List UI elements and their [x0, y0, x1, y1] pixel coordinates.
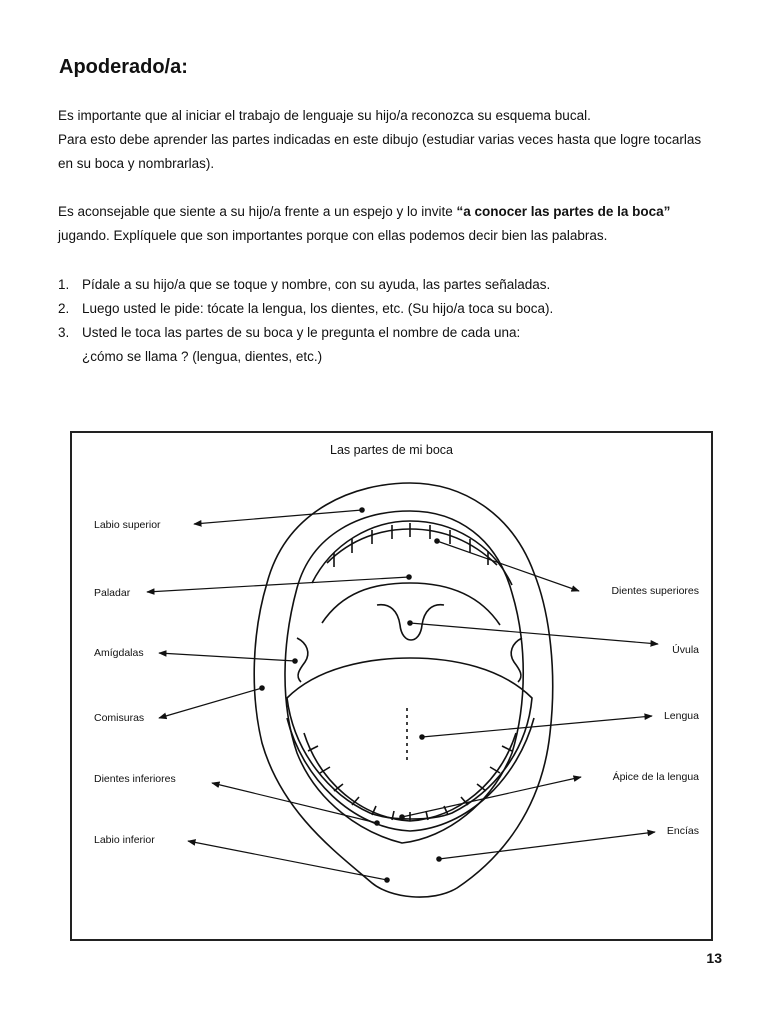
steps-list: 1. Pídale a su hijo/a que se toque y nom… [58, 273, 718, 369]
lips-outline [253, 482, 554, 898]
step-number: 1. [58, 277, 70, 292]
label-paladar: Paladar [94, 587, 131, 599]
intro-line-1: Es importante que al iniciar el trabajo … [58, 108, 591, 123]
lower-teeth-arch [286, 717, 535, 832]
step-item: 2. Luego usted le pide: tócate la lengua… [58, 297, 718, 321]
label-dientes-inferiores: Dientes inferiores [94, 773, 176, 785]
intro-line-2: Para esto debe aprender las partes indic… [58, 132, 702, 147]
intro-line-3: en su boca y nombrarlas). [58, 156, 215, 171]
tonsil-left [296, 637, 309, 683]
label-lengua: Lengua [663, 710, 699, 722]
step-text: Pídale a su hijo/a que se toque y nombre… [82, 277, 551, 292]
label-amigdalas: Amígdalas [94, 647, 144, 659]
step-item: 3. Usted le toca las partes de su boca y… [58, 321, 718, 369]
mouth-illustration [146, 482, 659, 898]
tongue-outline [286, 657, 533, 820]
page-number: 13 [706, 950, 722, 966]
label-labio-inferior: Labio inferior [94, 834, 155, 846]
advice-line-2: jugando. Explíquele que son importantes … [58, 228, 608, 243]
label-apice-de-la-lengua: Ápice de la lengua [612, 771, 699, 783]
mouth-opening [284, 510, 524, 844]
palate-outline [321, 582, 501, 626]
mouth-diagram: Las partes de mi boca Labio superior Pal… [70, 431, 713, 941]
label-labio-superior: Labio superior [94, 519, 161, 531]
figure-title: Las partes de mi boca [330, 443, 453, 457]
label-dientes-superiores: Dientes superiores [611, 585, 699, 597]
step-number: 2. [58, 301, 70, 316]
intro-paragraph: Es importante que al iniciar el trabajo … [58, 104, 718, 176]
tonsil-right [510, 637, 523, 683]
label-comisuras: Comisuras [94, 712, 145, 724]
step-item: 1. Pídale a su hijo/a que se toque y nom… [58, 273, 718, 297]
advice-emphasis: “a conocer las partes de la boca” [456, 204, 671, 219]
label-encias: Encías [666, 825, 699, 837]
uvula-outline [376, 603, 445, 641]
step-text: Luego usted le pide: tócate la lengua, l… [82, 301, 554, 316]
step-text: Usted le toca las partes de su boca y le… [82, 325, 521, 340]
page-title: Apoderado/a: [59, 56, 188, 78]
advice-paragraph: Es aconsejable que siente a su hijo/a fr… [58, 200, 718, 248]
advice-lead: Es aconsejable que siente a su hijo/a fr… [58, 204, 457, 219]
step-text-continued: ¿cómo se llama ? (lengua, dientes, etc.) [82, 349, 323, 364]
step-number: 3. [58, 325, 70, 340]
label-uvula: Úvula [672, 644, 699, 656]
